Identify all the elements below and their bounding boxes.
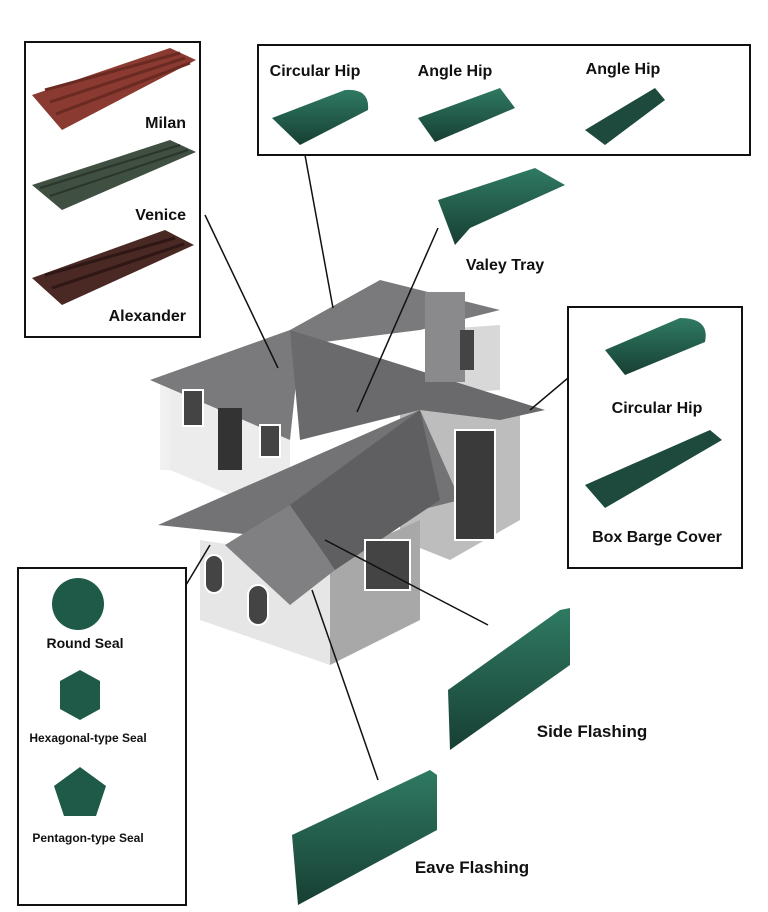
alexander-label: Alexander (109, 308, 186, 325)
round-seal-label: Round Seal (46, 635, 123, 651)
eave-flashing-label: Eave Flashing (415, 858, 529, 877)
eave-flashing-image (292, 770, 437, 905)
valley-tray-label: Valey Tray (466, 257, 544, 274)
hip-profiles-box (257, 44, 751, 156)
side-flashing-label: Side Flashing (537, 722, 648, 741)
box-barge-cover-image (585, 430, 722, 508)
venice-tile-image (32, 140, 196, 210)
alexander-tile-image (32, 230, 194, 305)
circular-hip-label: Circular Hip (270, 63, 361, 80)
venice-label: Venice (135, 207, 186, 224)
circular-hip-label-right: Circular Hip (612, 400, 703, 417)
box-barge-cover-label: Box Barge Cover (592, 529, 722, 546)
milan-tile-image (32, 48, 196, 130)
side-flashing-image (448, 608, 570, 750)
tile-profiles-box (24, 41, 201, 338)
milan-label: Milan (145, 115, 186, 132)
house-illustration (150, 280, 545, 665)
round-seal-image (52, 578, 104, 630)
hexagonal-seal-label: Hexagonal-type Seal (29, 731, 146, 745)
ridge-barge-box (567, 306, 743, 569)
angle-hip-label: Angle Hip (418, 63, 493, 80)
hexagonal-seal-image (60, 670, 100, 720)
pentagon-seal-label: Pentagon-type Seal (32, 831, 143, 845)
valley-tray-image (438, 168, 565, 245)
pentagon-seal-image (54, 767, 106, 816)
angle-hip-image (418, 88, 515, 142)
circular-hip-image-right (605, 318, 706, 375)
angle-hip-label-2: Angle Hip (586, 61, 661, 78)
angle-hip-image-2 (585, 88, 665, 145)
leader-lines (185, 154, 569, 781)
seals-box (17, 567, 187, 906)
circular-hip-image (272, 89, 369, 145)
